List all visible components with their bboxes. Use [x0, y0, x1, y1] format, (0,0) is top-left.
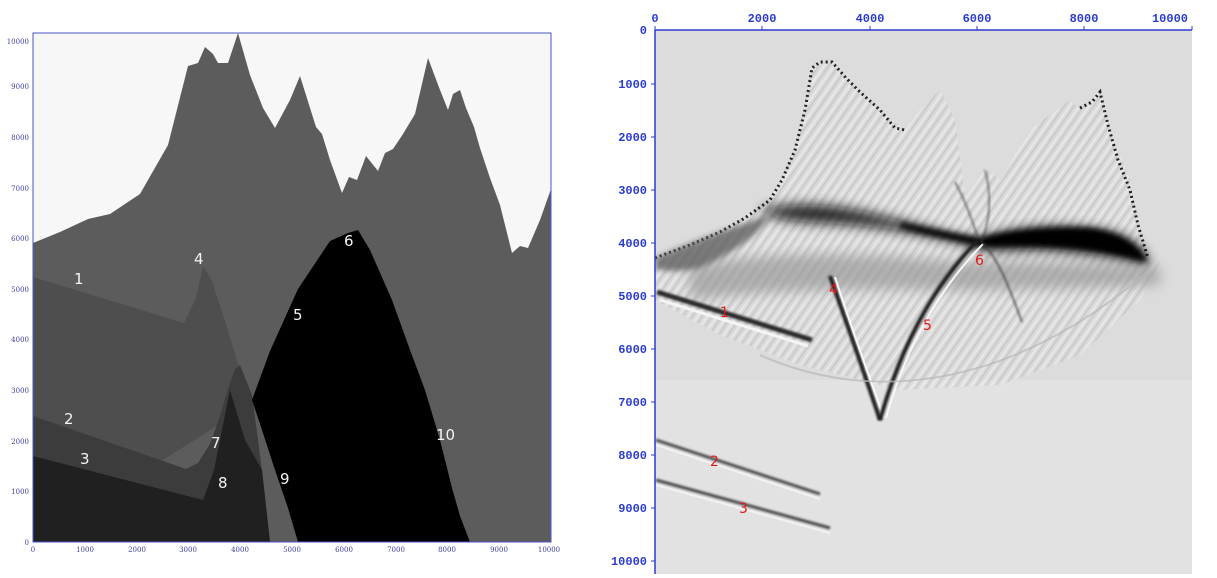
model-y-tick: 6000	[11, 235, 29, 243]
image-x-tick: 4000	[856, 12, 885, 26]
model-y-tick: 2000	[11, 438, 29, 446]
model-frame	[32, 32, 552, 543]
model-x-tick: 4000	[231, 546, 249, 554]
velocity-model-figure: 0 1000 2000 3000 4000 5000 6000 7000 800…	[7, 32, 560, 554]
image-y-tick: 8000	[618, 449, 647, 463]
image-y-tick: 10000	[611, 555, 647, 569]
image-y-tick: 1000	[618, 78, 647, 92]
image-label-5: 5	[923, 318, 932, 334]
model-x-tick: 10000	[538, 546, 560, 554]
image-y-tick: 4000	[618, 237, 647, 251]
image-label-4: 4	[829, 282, 838, 298]
image-x-tick: 0	[651, 12, 658, 26]
image-reflector-3	[655, 478, 831, 530]
image-y-tick: 7000	[618, 396, 647, 410]
model-label-3: 3	[80, 450, 90, 468]
model-y-tick: 4000	[11, 336, 29, 344]
image-x-tick: 10000	[1152, 12, 1188, 26]
image-y-axis: 0 1000 2000 3000 4000 5000 6000 7000 800…	[611, 24, 647, 569]
model-x-tick: 2000	[128, 546, 146, 554]
model-x-tick: 7000	[387, 546, 405, 554]
image-salt-flank-5	[878, 238, 980, 421]
image-x-tick: 6000	[963, 12, 992, 26]
model-y-tick: 10000	[7, 38, 29, 46]
model-x-tick: 1000	[76, 546, 94, 554]
image-y-tick: 9000	[618, 502, 647, 516]
model-label-4: 4	[194, 250, 204, 268]
image-x-tick: 8000	[1070, 12, 1099, 26]
model-label-8: 8	[218, 474, 228, 492]
model-y-tick: 5000	[11, 286, 29, 294]
velocity-model-panel: 0 1000 2000 3000 4000 5000 6000 7000 800…	[0, 0, 560, 574]
model-layer-3	[33, 390, 270, 542]
image-x-axis: 0 2000 4000 6000 8000 10000	[651, 12, 1188, 26]
image-label-3: 3	[739, 501, 748, 517]
image-y-tick: 3000	[618, 184, 647, 198]
image-x-tick: 2000	[748, 12, 777, 26]
image-y-tick: 0	[640, 24, 647, 38]
image-topography-edge	[655, 60, 906, 260]
image-salt-flank-4	[828, 275, 882, 421]
image-salt-top-reflector	[760, 204, 1150, 266]
model-label-10: 10	[436, 426, 455, 444]
model-y-tick: 3000	[11, 387, 29, 395]
model-y-tick: 0	[25, 539, 29, 547]
model-x-tick: 0	[31, 546, 35, 554]
model-y-tick: 9000	[11, 83, 29, 91]
image-label-1: 1	[720, 305, 729, 321]
model-label-5: 5	[293, 306, 303, 324]
model-x-tick: 6000	[335, 546, 353, 554]
image-y-tick: 2000	[618, 131, 647, 145]
image-label-6: 6	[975, 253, 984, 269]
model-label-2: 2	[64, 410, 74, 428]
model-label-6: 6	[344, 232, 354, 250]
image-y-tick: 5000	[618, 290, 647, 304]
model-x-tick: 5000	[283, 546, 301, 554]
image-y-tick: 6000	[618, 343, 647, 357]
model-x-axis: 0 1000 2000 3000 4000 5000 6000 7000 800…	[31, 546, 560, 554]
model-y-tick: 1000	[11, 488, 29, 496]
image-reflector-1	[656, 289, 813, 343]
migrated-image-panel: 0 2000 4000 6000 8000 10000 0 1000 2000 …	[594, 0, 1217, 574]
migrated-image-figure: 0 2000 4000 6000 8000 10000 0 1000 2000 …	[611, 12, 1193, 574]
model-x-tick: 8000	[438, 546, 456, 554]
image-reflector-2	[655, 438, 821, 496]
model-y-tick: 8000	[11, 134, 29, 142]
model-y-tick: 7000	[11, 185, 29, 193]
model-label-7: 7	[211, 434, 221, 452]
model-salt-body	[252, 230, 470, 542]
model-label-1: 1	[74, 270, 84, 288]
image-label-2: 2	[710, 454, 719, 470]
model-label-9: 9	[280, 470, 290, 488]
model-y-axis: 0 1000 2000 3000 4000 5000 6000 7000 800…	[7, 38, 29, 547]
model-x-tick: 9000	[490, 546, 508, 554]
model-x-tick: 3000	[179, 546, 197, 554]
